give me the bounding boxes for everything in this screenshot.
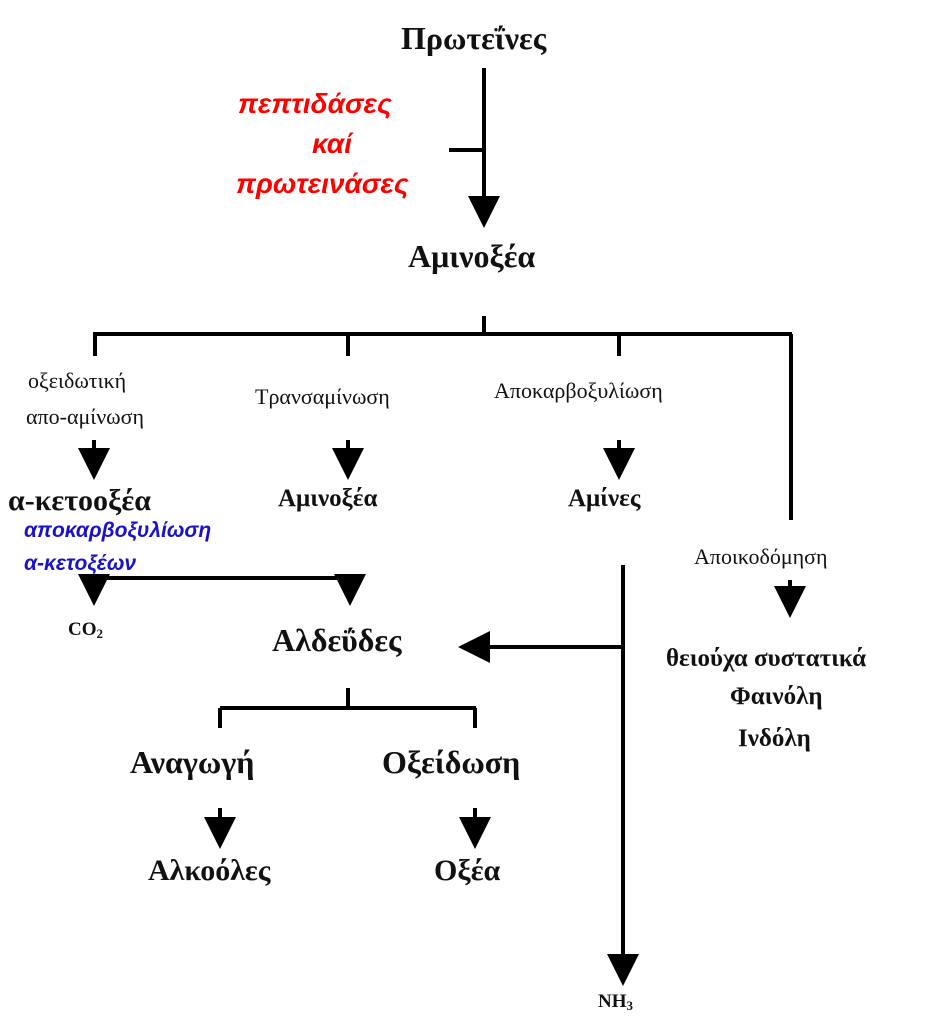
co2-label: CO2 — [68, 619, 103, 641]
decarboxylation-label: Αποκαρβοξυλίωση — [494, 378, 663, 403]
and-label: καί — [312, 128, 352, 159]
proteinases-label: πρωτεινάσες — [236, 168, 409, 199]
degradation-label: Αποικοδόμηση — [694, 544, 828, 569]
peptidases-label: πεπτιδάσες — [238, 88, 392, 119]
oxidative-deamination-line2: απο-αμίνωση — [26, 404, 144, 429]
transamination-label: Τρανσαμίνωση — [255, 384, 390, 409]
amines-label: Αμίνες — [568, 485, 641, 512]
amino-acids-mid-label: Αμινοξέα — [278, 485, 378, 512]
sulfur-compounds-label: θειούχα συστατικά — [666, 645, 867, 672]
phenol-label: Φαινόλη — [730, 683, 823, 710]
alcohols-label: Αλκοόλες — [148, 854, 271, 887]
proteins-label: Πρωτεΐνες — [401, 20, 547, 56]
aldehydes-label: Αλδεΰδες — [272, 622, 402, 658]
acids-label: Οξέα — [434, 854, 501, 887]
nh3-label: NH3 — [598, 991, 633, 1013]
indole-label: Ινδόλη — [738, 725, 811, 752]
keto-decarboxylation-line2: α-κετοξέων — [24, 552, 137, 575]
keto-acids-label: α-κετοοξέα — [8, 484, 151, 517]
keto-decarboxylation-line1: αποκαρβοξυλίωση — [24, 519, 212, 542]
oxidation-label: Οξείδωση — [382, 744, 521, 780]
oxidative-deamination-line1: οξειδωτική — [28, 368, 127, 393]
reduction-label: Αναγωγή — [130, 744, 255, 780]
amino-acids-top-label: Αμινοξέα — [408, 238, 536, 274]
